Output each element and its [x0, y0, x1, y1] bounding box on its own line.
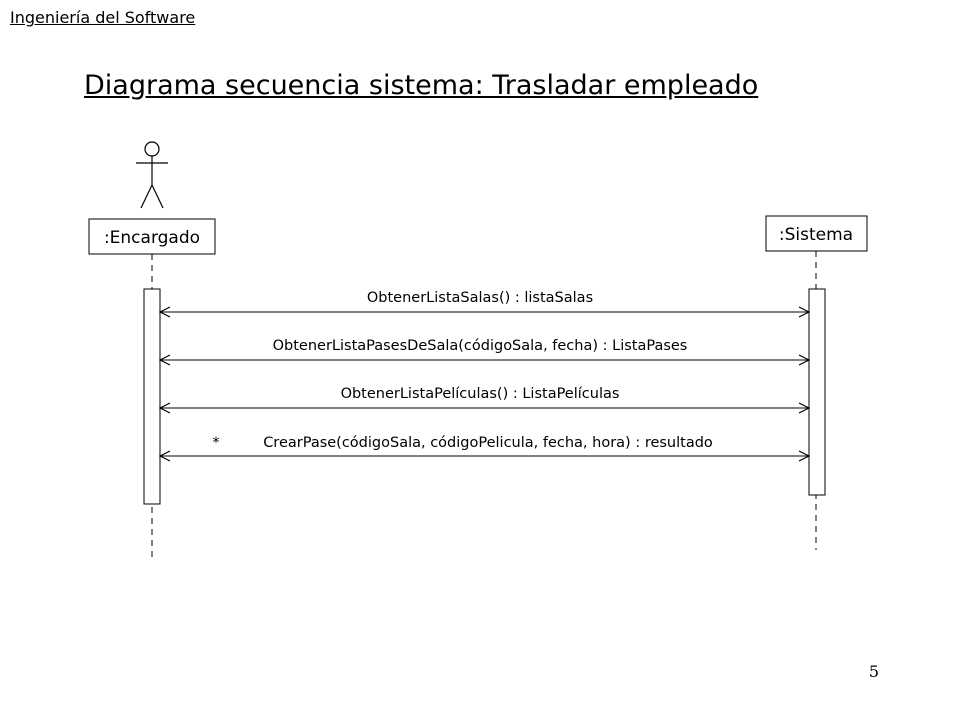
message-label: ObtenerListaPelículas() : ListaPelículas — [341, 386, 620, 402]
repeat-marker: * — [212, 435, 219, 451]
message-label: CrearPase(códigoSala, códigoPelicula, fe… — [263, 435, 713, 451]
message-2: ObtenerListaPasesDeSala(códigoSala, fech… — [160, 338, 809, 360]
participant-sistema: :Sistema — [765, 215, 868, 252]
activation-bar-sistema — [808, 288, 826, 496]
activation-bar-encargado — [143, 288, 161, 505]
message-label: ObtenerListaPasesDeSala(códigoSala, fech… — [273, 338, 688, 354]
message-3: ObtenerListaPelículas() : ListaPelículas — [160, 386, 809, 408]
diagram-title: Diagrama secuencia sistema: Trasladar em… — [84, 70, 759, 101]
page-number: 5 — [868, 662, 879, 681]
message-label: ObtenerListaSalas() : listaSalas — [367, 290, 593, 306]
actor-icon — [136, 141, 168, 209]
participant-label: :Encargado — [104, 228, 200, 248]
participant-label: :Sistema — [779, 225, 853, 245]
course-title: Ingeniería del Software — [10, 8, 196, 27]
message-4: * CrearPase(códigoSala, códigoPelicula, … — [160, 435, 809, 456]
message-1: ObtenerListaSalas() : listaSalas — [160, 290, 809, 312]
participant-encargado: :Encargado — [88, 218, 216, 255]
